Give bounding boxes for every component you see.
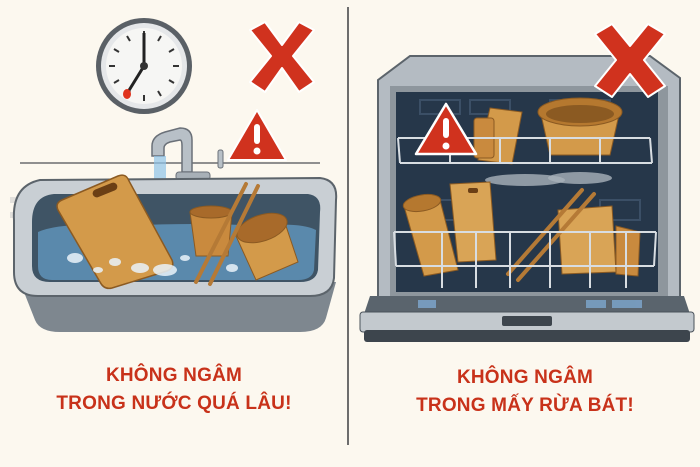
right-caption-line1: KHÔNG NGÂM	[456, 367, 594, 388]
wooden-cup	[189, 205, 233, 257]
cutting-board	[557, 205, 641, 277]
warning-icon	[414, 102, 478, 156]
right-caption: KHÔNG NGÂM TRONG MẤY RỪA BÁT!	[350, 364, 700, 420]
cutting-board	[449, 181, 497, 263]
clock-icon	[96, 18, 192, 114]
dishwasher-door	[359, 296, 695, 342]
left-caption: KHÔNG NGÂM TRONG NƯỚC QUÁ LÂU!	[0, 362, 348, 418]
wooden-cup	[235, 212, 299, 281]
chopsticks	[194, 182, 260, 286]
lower-rack	[393, 231, 657, 288]
left-caption-line2: TRONG NƯỚC QUÁ LÂU!	[56, 393, 292, 414]
warning-icon	[227, 109, 287, 161]
wooden-cup	[402, 193, 459, 277]
cross-icon	[249, 21, 315, 93]
dishwasher-illustration	[359, 23, 695, 342]
cross-icon	[594, 23, 666, 98]
left-caption-line1: KHÔNG NGÂM	[105, 365, 243, 386]
panel-divider	[347, 7, 349, 445]
left-panel: KHÔNG NGÂM TRONG NƯỚC QUÁ LÂU!	[0, 0, 348, 467]
door-handle	[502, 316, 552, 326]
water-bubbles	[67, 253, 238, 276]
sink-illustration	[10, 18, 338, 332]
right-panel: KHÔNG NGÂM TRONG MẤY RỪA BÁT!	[350, 0, 700, 467]
right-caption-line2: TRONG MẤY RỪA BÁT!	[416, 395, 634, 416]
